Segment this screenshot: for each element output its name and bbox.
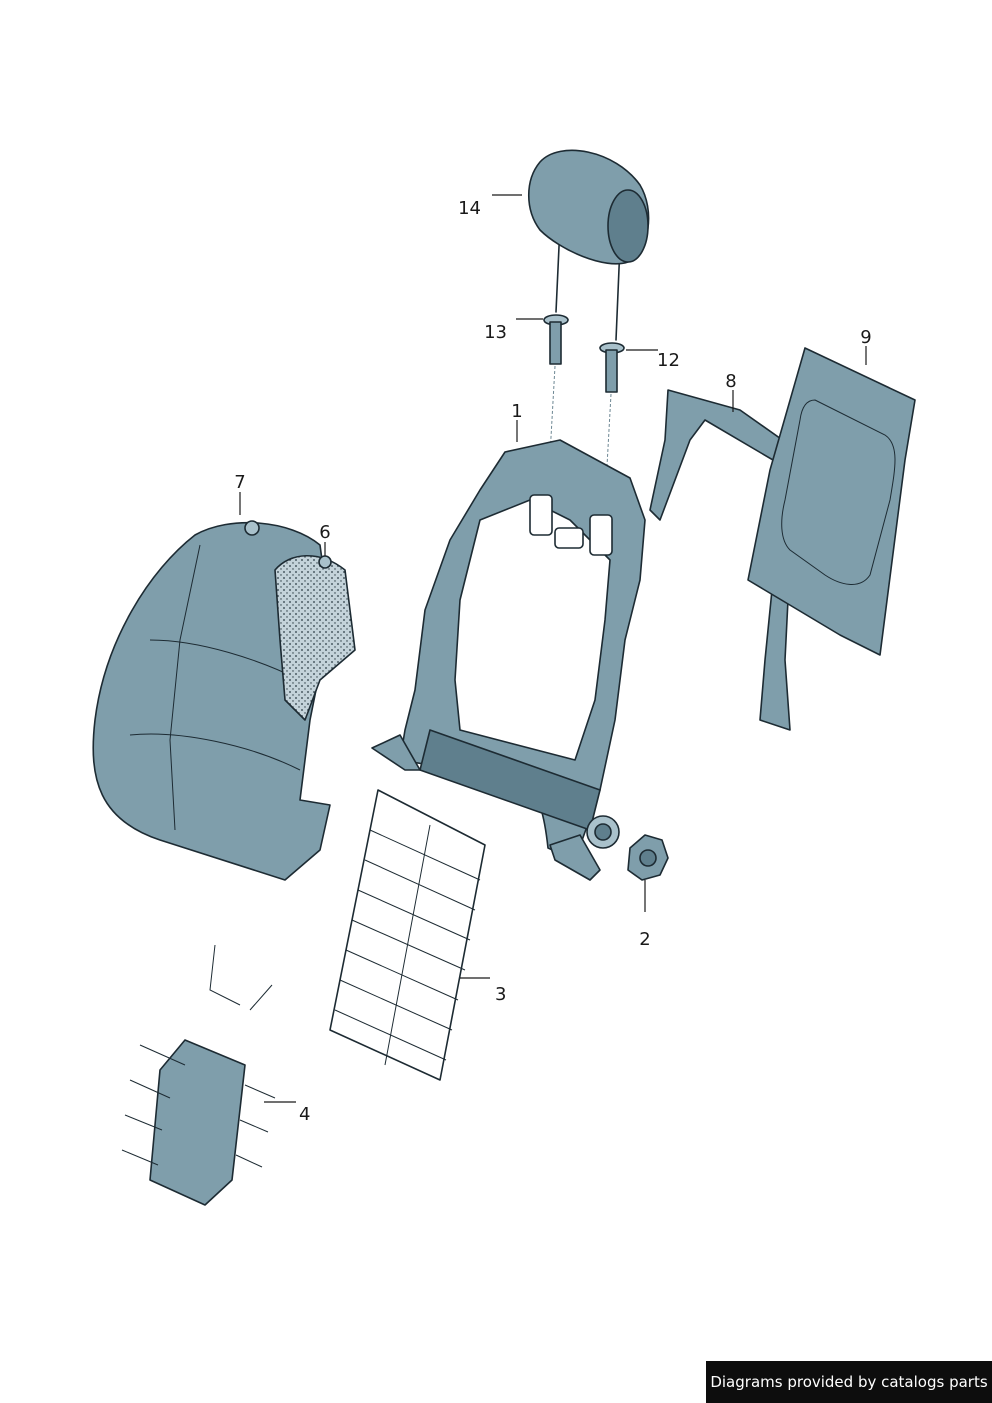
headrest-guide-12	[599, 342, 625, 485]
backrest-cover-part	[92, 520, 331, 881]
rear-panel-part	[747, 347, 916, 656]
credit-text: Diagrams provided by catalogs parts	[710, 1373, 988, 1391]
spring-mat-part	[329, 789, 486, 1081]
callout-14: 14	[458, 194, 522, 219]
callout-8: 8	[725, 371, 737, 412]
callout-6: 6	[319, 522, 331, 556]
callout-1: 1	[511, 401, 523, 442]
callout-12: 12	[626, 349, 680, 371]
credit-banner: Diagrams provided by catalogs parts	[706, 1361, 992, 1403]
headrest-part	[528, 149, 650, 341]
callout-4: 4	[264, 1101, 310, 1125]
callout-number: 6	[319, 522, 330, 543]
callout-number: 14	[458, 198, 481, 219]
adjusting-knob-part	[627, 834, 669, 881]
headrest-guide-13	[543, 314, 569, 456]
callout-number: 4	[299, 1104, 310, 1125]
callout-3: 3	[460, 977, 506, 1005]
callout-13: 13	[484, 318, 543, 343]
callout-number: 13	[484, 322, 507, 343]
callout-number: 7	[234, 472, 245, 493]
foam-pad-part	[274, 554, 356, 721]
lumbar-support-part	[121, 944, 276, 1206]
callout-number: 12	[657, 350, 680, 371]
callout-number: 9	[860, 327, 871, 348]
callout-number: 3	[495, 984, 506, 1005]
callout-number: 1	[511, 401, 522, 422]
callout-number: 2	[639, 929, 650, 950]
callout-number: 8	[725, 371, 736, 392]
callout-2: 2	[639, 880, 651, 950]
backrest-frame-part	[371, 439, 646, 881]
callout-7: 7	[234, 472, 246, 515]
callout-9: 9	[860, 327, 872, 365]
